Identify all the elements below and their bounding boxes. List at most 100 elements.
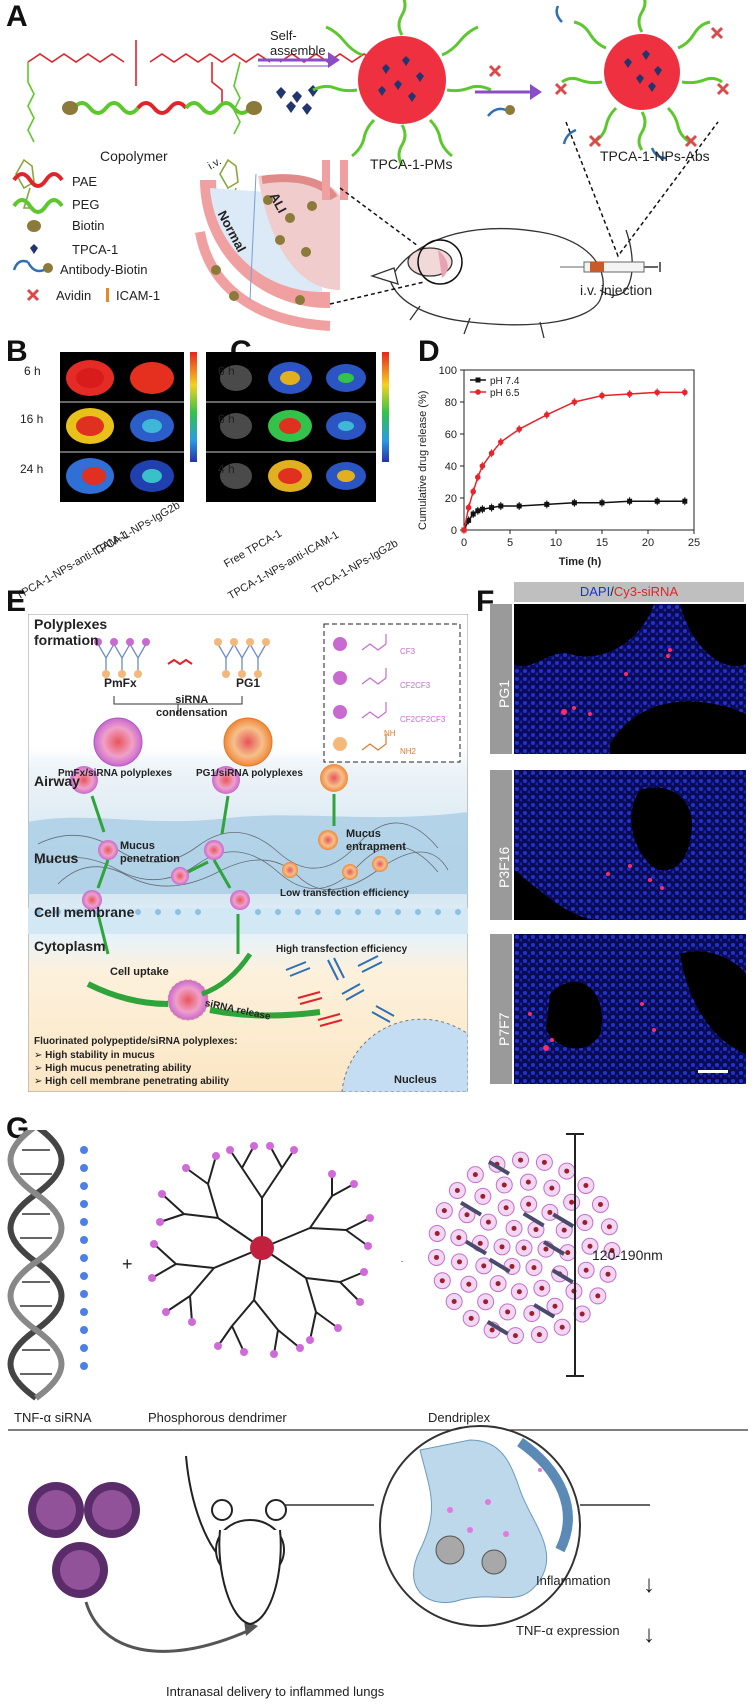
x-tick-label-1: 5 xyxy=(507,537,513,549)
dendriplex-core xyxy=(495,1281,501,1287)
alveolus-zoom xyxy=(379,1425,581,1627)
dendriplex-core xyxy=(579,1311,585,1317)
b-row-3 xyxy=(66,458,174,494)
copolymer-label: Copolymer xyxy=(100,148,168,164)
dendriplex-core xyxy=(434,1254,440,1260)
dendriplex-sirna xyxy=(464,1239,488,1256)
dendriplex-core xyxy=(451,1299,457,1305)
nps-abs-label: TPCA-1-NPs-Abs xyxy=(600,148,710,164)
f-image-3 xyxy=(490,934,746,1084)
dendriplex-core xyxy=(533,1227,539,1233)
pms-label: TPCA-1-PMs xyxy=(370,156,453,172)
series-0-point-5 xyxy=(489,505,495,511)
b-col-label-2: TPCA-1-NPs-IgG2b xyxy=(92,499,183,559)
e-pmfx-label: PmFx xyxy=(104,676,137,690)
panel-label-b: B xyxy=(6,335,28,368)
panel-label-e: E xyxy=(6,585,27,618)
e-pmfx-poly-label: PmFx/siRNA polyplexes xyxy=(58,768,173,779)
dendriplex-core xyxy=(516,1289,522,1295)
series-0-point-4 xyxy=(479,506,485,512)
g-plus-sign: + xyxy=(122,1254,133,1274)
dendriplex-core xyxy=(456,1235,462,1241)
dendriplex-core xyxy=(434,1230,440,1236)
dendriplex-core xyxy=(606,1224,612,1230)
chem-nh2: NH2 xyxy=(400,747,417,756)
e-nucleus-label: Nucleus xyxy=(394,1074,437,1086)
g-scale-label: 120-190nm xyxy=(592,1247,663,1263)
e-sirna-label: siRNA condensation xyxy=(156,694,228,719)
legend-antibody: Antibody-Biotin xyxy=(60,262,148,277)
dendriplex-core xyxy=(464,1212,470,1218)
dendriplex-core xyxy=(561,1227,567,1233)
sirna-helix xyxy=(7,1130,65,1401)
f-row-label-2: P3F16 xyxy=(496,846,512,888)
y-tick-label-3: 60 xyxy=(445,429,457,441)
dendriplex-core xyxy=(509,1263,515,1269)
dendriplex-core xyxy=(454,1188,460,1194)
e-bullet-2: ➢ High mucus penetrating ability xyxy=(34,1063,192,1074)
dendriplex-core xyxy=(529,1311,535,1317)
dendriplex-core xyxy=(536,1332,542,1338)
dendriplex-core xyxy=(439,1278,445,1284)
y-tick-label-1: 20 xyxy=(445,493,457,505)
dendriplex-clusters xyxy=(28,1482,140,1598)
dendriplex-core xyxy=(609,1248,615,1254)
f-row-label-3: P7F7 xyxy=(496,1012,512,1046)
dendrimer xyxy=(151,1145,371,1355)
series-1-point-10 xyxy=(599,392,605,399)
dendriplex-core xyxy=(582,1220,588,1226)
dendriplex-core xyxy=(605,1271,611,1277)
dendriplex-core xyxy=(512,1333,518,1339)
dendriplex-core xyxy=(485,1219,491,1225)
self-assemble-label: Self- assemble xyxy=(270,28,326,58)
dendriplex-sirna xyxy=(551,1268,574,1284)
x-tick-label-0: 0 xyxy=(461,537,467,549)
b-row-label-3: 24 h xyxy=(20,462,44,476)
b-row-label-2: 16 h xyxy=(20,412,44,426)
dendriplex-sirna xyxy=(542,1240,566,1256)
series-1-point-7 xyxy=(516,426,522,432)
e-pg1-label: PG1 xyxy=(236,676,261,690)
e-mucus-label: Mucus xyxy=(34,850,79,866)
chart-x-axis-label: Time (h) xyxy=(559,556,602,568)
dendriplex-core xyxy=(552,1303,558,1309)
f-title-bar: DAPI/Cy3-siRNA xyxy=(514,582,744,602)
dendriplex-core xyxy=(525,1179,531,1185)
dendriplex-core xyxy=(526,1201,532,1207)
dendriplex-sirna xyxy=(533,1303,556,1319)
panel-e-scheme: CF3 CF2CF3 CF2CF2CF3 NH NH2 xyxy=(28,614,468,1092)
dendriplex-sirna xyxy=(522,1211,545,1228)
e-bullet-1-text: High stability in mucus xyxy=(45,1050,155,1061)
e-bullet-1: ➢ High stability in mucus xyxy=(34,1050,155,1061)
dendriplex-core xyxy=(583,1267,589,1273)
dendriplex-core xyxy=(481,1263,487,1269)
dendriplex-core xyxy=(477,1240,483,1246)
chem-cf3: CF3 xyxy=(400,647,416,656)
f-row-label-1: PG1 xyxy=(496,679,512,708)
e-high-eff-label: High transfection efficiency xyxy=(276,944,408,955)
series-1-point-8 xyxy=(544,412,550,418)
f-image-1 xyxy=(490,604,746,754)
panel-f-images xyxy=(490,604,746,1084)
dendriplex-core xyxy=(489,1327,495,1333)
g-delivery-label: Intranasal delivery to inflammed lungs xyxy=(166,1684,385,1699)
series-0-point-6 xyxy=(498,503,504,509)
dendriplex-core xyxy=(539,1285,545,1291)
c-row-label-2: 6 h xyxy=(218,412,235,426)
e-bullet-2-text: High mucus penetrating ability xyxy=(45,1063,192,1074)
e-membrane-label: Cell membrane xyxy=(34,904,135,920)
dendriplex-core xyxy=(472,1172,478,1178)
dendriplex-sirna xyxy=(488,1257,511,1274)
g-dendrimer-label: Phosphorous dendrimer xyxy=(148,1410,287,1425)
series-0-point-13 xyxy=(682,498,688,504)
e-formation-label: Polyplexes formation xyxy=(34,616,108,648)
g-inflammation-arrow: ↓ xyxy=(643,1571,655,1598)
c-row-label-1: 6 h xyxy=(218,364,235,378)
chem-nh: NH xyxy=(384,729,396,738)
e-bullet-3: ➢ High cell membrane penetrating ability xyxy=(34,1076,230,1087)
e-uptake-label: Cell uptake xyxy=(110,966,169,978)
x-tick-label-4: 20 xyxy=(642,537,654,549)
chart-y-axis-label: Cumulative drug release (%) xyxy=(417,391,429,530)
b-colorbar xyxy=(190,352,197,462)
c-colorbar xyxy=(382,352,389,462)
